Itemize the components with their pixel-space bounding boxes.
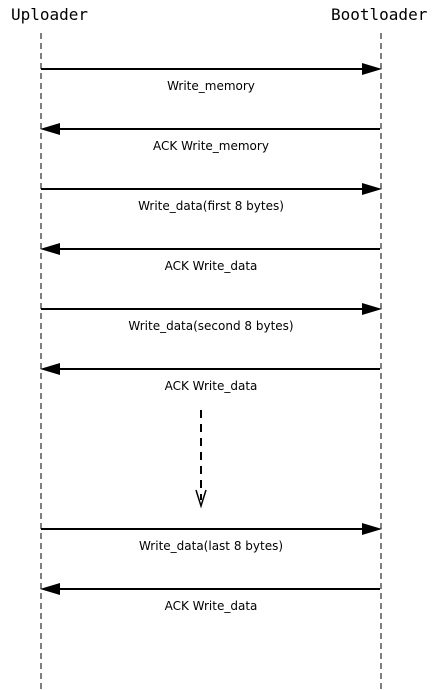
message-label: ACK Write_data — [165, 599, 258, 613]
message-arrowhead — [40, 363, 60, 375]
message-arrowhead — [40, 243, 60, 255]
message-arrowhead — [40, 123, 60, 135]
message-arrowhead — [362, 523, 382, 535]
message-label: Write_memory — [167, 79, 255, 93]
message-label: Write_data(first 8 bytes) — [138, 199, 284, 213]
continuation-arrowhead — [195, 489, 207, 509]
participant-bootloader: Bootloader — [331, 5, 428, 24]
message-label: ACK Write_data — [165, 259, 258, 273]
message-arrowhead — [362, 183, 382, 195]
message-label: Write_data(last 8 bytes) — [139, 539, 283, 553]
message-label: Write_data(second 8 bytes) — [128, 319, 293, 333]
message-label: ACK Write_memory — [153, 139, 269, 153]
message-arrowhead — [362, 303, 382, 315]
participant-uploader: Uploader — [11, 5, 89, 24]
message-label: ACK Write_data — [165, 379, 258, 393]
message-arrowhead — [40, 583, 60, 595]
message-arrowhead — [362, 63, 382, 75]
